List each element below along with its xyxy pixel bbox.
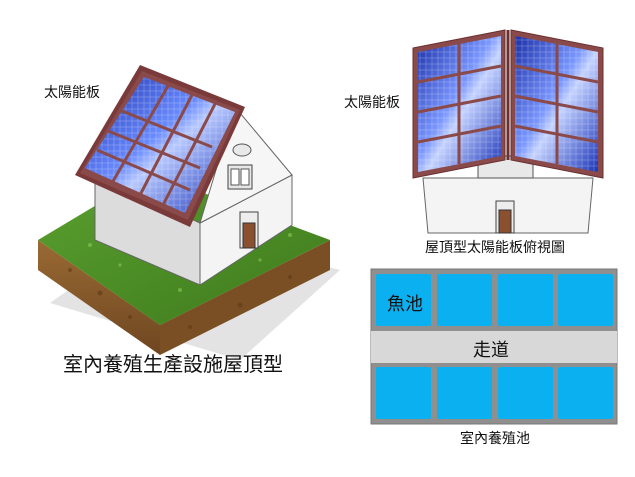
house-solar-panels <box>85 77 235 213</box>
pond-tile <box>376 367 431 419</box>
pond-tile <box>498 274 553 326</box>
pond-tile <box>437 367 492 419</box>
roof-top-view <box>412 29 604 234</box>
pond-tile <box>498 367 553 419</box>
house-illustration <box>38 65 340 360</box>
pond-caption: 室內養殖池 <box>460 431 530 447</box>
aisle-label: 走道 <box>473 340 509 361</box>
aisle <box>371 331 617 363</box>
pond-label: 魚池 <box>387 294 423 315</box>
house-window <box>227 164 253 190</box>
roof-view-door <box>495 200 515 234</box>
pond-row-bottom <box>376 367 613 419</box>
pond-layout <box>370 268 618 425</box>
gable-vent <box>232 143 252 157</box>
pond-row-top <box>376 274 613 326</box>
left-panel-label: 太陽能板 <box>44 85 100 101</box>
roof-view-caption: 屋頂型太陽能板俯視圖 <box>425 240 565 256</box>
pond-tile <box>558 367 613 419</box>
house-door <box>239 211 259 249</box>
pond-tile <box>437 274 492 326</box>
pond-tile <box>558 274 613 326</box>
right-panel-label: 太陽能板 <box>344 95 400 111</box>
house-caption: 室內養殖生產設施屋頂型 <box>63 352 283 376</box>
pond-tile <box>376 274 431 326</box>
soil-right-side <box>160 240 330 355</box>
